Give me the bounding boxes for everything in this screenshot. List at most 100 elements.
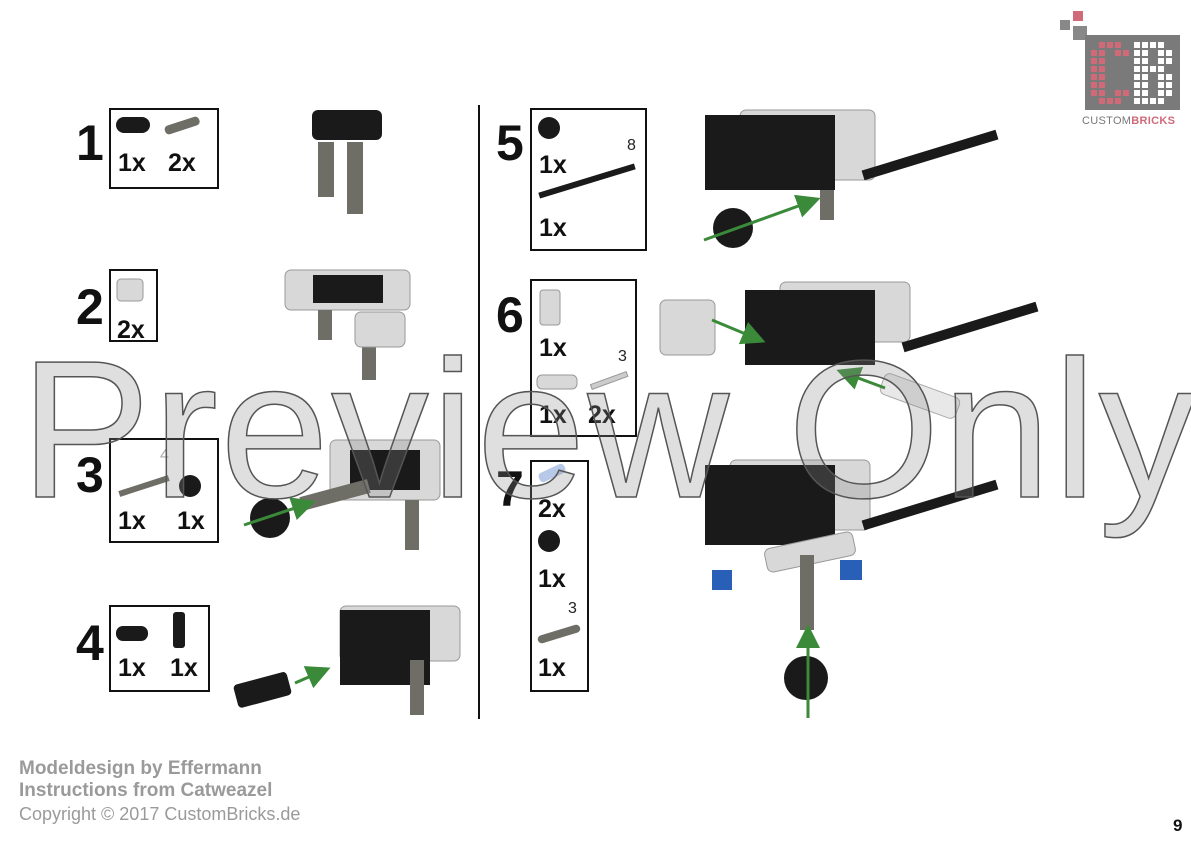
qty-step7-pin: 2x	[538, 495, 566, 523]
logo-dot	[1123, 50, 1129, 56]
logo-dot	[1142, 82, 1148, 88]
logo-dot	[1099, 66, 1105, 72]
part-pin-blue	[538, 463, 566, 483]
logo-dot	[1158, 58, 1164, 64]
logo-dot	[1107, 98, 1113, 104]
logo-dot	[1099, 42, 1105, 48]
logo-dot	[1091, 82, 1097, 88]
parts-box-step-4	[109, 605, 210, 692]
parts-box-step-7	[530, 460, 589, 692]
qty-step3-axle: 1x	[118, 507, 146, 535]
logo-dot	[1134, 50, 1140, 56]
qty-step6-angle-connector: 1x	[539, 334, 567, 362]
step-number-2: 2	[76, 279, 104, 335]
qty-step4-axle-connector: 1x	[170, 654, 198, 682]
logo-dot	[1158, 90, 1164, 96]
logo-dot	[1107, 42, 1113, 48]
logo-dot	[1134, 90, 1140, 96]
length-step3-axle: 4	[160, 447, 169, 464]
model-step-6	[659, 281, 1039, 419]
part-connector-black	[116, 626, 148, 641]
step-number-5: 5	[496, 115, 524, 171]
logo-dot	[1115, 42, 1121, 48]
logo-dot	[1142, 42, 1148, 48]
logo-dot	[1166, 90, 1172, 96]
model-step-5	[703, 109, 999, 248]
qty-step4-connector: 1x	[118, 654, 146, 682]
logo-wordmark: CUSTOMBRICKS	[1082, 115, 1176, 127]
logo-dot	[1158, 98, 1164, 104]
part-connector-light	[116, 278, 144, 302]
logo-dot	[1091, 50, 1097, 56]
part-axle-light	[589, 370, 629, 390]
logo-dot	[1142, 98, 1148, 104]
logo-dot	[1115, 50, 1121, 56]
logo-dot	[1158, 50, 1164, 56]
qty-step6-axle: 2x	[588, 401, 616, 429]
part-axle-black	[538, 163, 636, 199]
copyright: Copyright © 2017 CustomBricks.de	[19, 804, 301, 824]
part-axle-connector-black	[173, 612, 185, 648]
logo-dot	[1166, 58, 1172, 64]
logo-dot	[1166, 50, 1172, 56]
part-angle-connector-light	[539, 289, 561, 326]
logo-dot	[1099, 90, 1105, 96]
logo-dot	[1134, 66, 1140, 72]
logo-dot	[1099, 58, 1105, 64]
qty-step5-gear: 1x	[539, 151, 567, 179]
logo-dot	[1091, 66, 1097, 72]
logo-dot	[1123, 90, 1129, 96]
part-axle-pin-grey	[537, 624, 581, 644]
logo-dot	[1115, 98, 1121, 104]
logo-dot	[1142, 50, 1148, 56]
logo-dot	[1115, 90, 1121, 96]
logo-dot	[1150, 98, 1156, 104]
logo-dot	[1142, 66, 1148, 72]
qty-step7-gear: 1x	[538, 565, 566, 593]
custombricks-logo	[1060, 11, 1180, 110]
model-step-4	[233, 605, 461, 715]
qty-step7-axle-pin: 1x	[538, 654, 566, 682]
logo-dot	[1091, 90, 1097, 96]
logo-dot	[1099, 50, 1105, 56]
logo-dot	[1134, 74, 1140, 80]
part-gear-black	[538, 530, 560, 552]
length-step5-axle: 8	[627, 137, 636, 154]
credit-model-design: Modeldesign by Effermann	[19, 758, 262, 779]
logo-dot	[1134, 58, 1140, 64]
model-step-1	[312, 110, 382, 214]
logo-dot	[1150, 42, 1156, 48]
qty-step2-connector: 2x	[117, 316, 145, 344]
logo-dot	[1142, 58, 1148, 64]
qty-step6-pin-connector: 1x	[539, 401, 567, 429]
logo-dot	[1166, 74, 1172, 80]
part-gear-black	[538, 117, 560, 139]
logo-dot	[1158, 74, 1164, 80]
logo-dot	[1099, 98, 1105, 104]
logo-dot	[1134, 98, 1140, 104]
qty-step1-pin: 2x	[168, 149, 196, 177]
logo-dot	[1091, 74, 1097, 80]
model-step-7	[705, 459, 999, 718]
qty-step5-axle: 1x	[539, 214, 567, 242]
model-step-3	[243, 439, 441, 550]
step-number-3: 3	[76, 447, 104, 503]
logo-dot	[1158, 42, 1164, 48]
step-number-7: 7	[496, 461, 524, 517]
logo-dot	[1158, 82, 1164, 88]
part-gear-black	[179, 475, 201, 497]
qty-step3-gear: 1x	[177, 507, 205, 535]
part-axle-grey	[118, 475, 170, 497]
column-divider	[478, 105, 480, 719]
logo-dot	[1142, 74, 1148, 80]
logo-dot	[1158, 66, 1164, 72]
part-pin-grey	[164, 116, 200, 135]
qty-step1-connector: 1x	[118, 149, 146, 177]
step-number-4: 4	[76, 615, 104, 671]
page-number: 9	[1173, 816, 1183, 835]
logo-dot	[1099, 74, 1105, 80]
logo-dot	[1166, 82, 1172, 88]
length-step6-axle: 3	[618, 348, 627, 365]
